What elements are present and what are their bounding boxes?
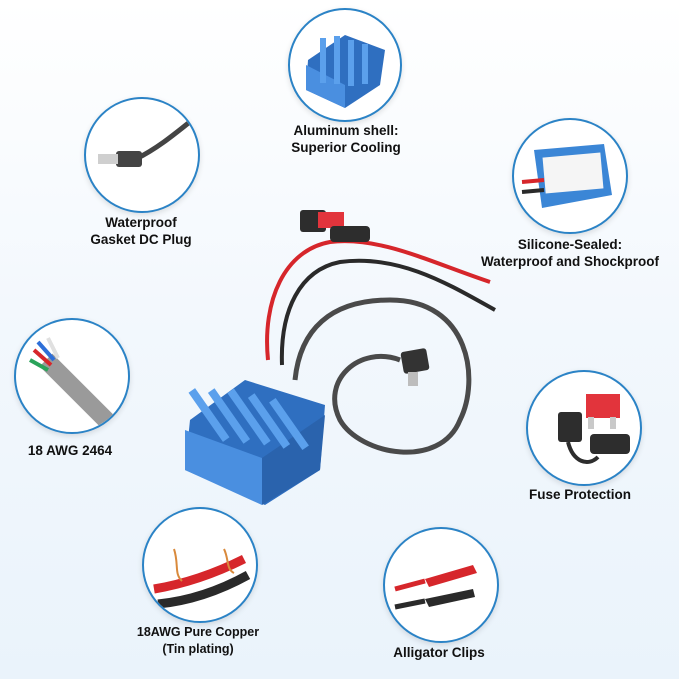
copper-label: 18AWG Pure Copper(Tin plating) [136,625,260,656]
silicone-sealed-image [512,118,628,234]
awg-cable-image [14,318,130,434]
alligator-clips-image [383,527,499,643]
aluminum-shell-label: Aluminum shell:Superior Cooling [291,123,401,155]
silicone-sealed-label: Silicone-Sealed:Waterproof and Shockproo… [481,237,659,269]
copper-wire-image [142,507,258,623]
alligator-label: Alligator Clips [393,645,485,660]
dc-plug-image [84,97,200,213]
awg-label: 18 AWG 2464 [27,443,113,458]
converter-module [185,380,325,505]
aluminum-shell-image [288,8,402,122]
fuse-label: Fuse Protection [528,487,631,502]
fuse-image [526,370,642,486]
